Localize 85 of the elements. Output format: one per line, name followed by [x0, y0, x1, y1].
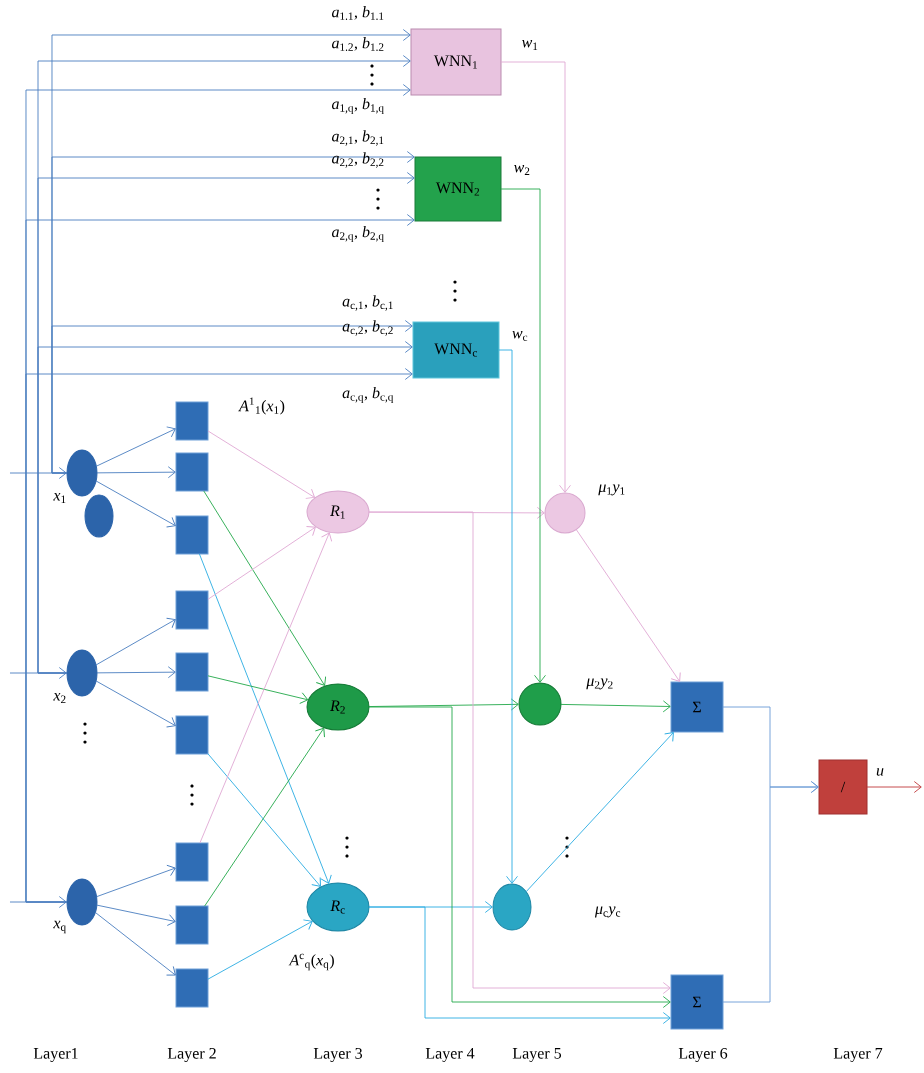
layer-label: Layer 4: [425, 1048, 475, 1062]
arrow: [204, 727, 325, 907]
input-ellipse: [66, 878, 98, 926]
arrow: [368, 706, 671, 1008]
arrow: [207, 675, 309, 704]
membership-box: [175, 842, 209, 882]
node-label: A$^{1}$$_{1}$(x$_{1}$): [238, 397, 285, 415]
arrow: [96, 466, 176, 479]
layer-label: Layer 5: [512, 1048, 562, 1062]
edge-label: a$_{2,q}$, b$_{2,q}$: [331, 225, 384, 243]
edge-label: a$_{c,1}$, b$_{c,1}$: [342, 295, 393, 311]
arrow: [207, 919, 313, 980]
edge-label: a$_{2,1}$, b$_{2,1}$: [331, 130, 384, 146]
edge-label: w$_{c}$: [512, 331, 528, 342]
product-circle: [492, 883, 532, 931]
arrow: [525, 732, 674, 893]
arrow: [207, 430, 315, 499]
edge-label: A$^{c}$$_{q}$(x$_{q}$): [288, 953, 334, 971]
node-label: μ$_{1}$y$_{1}$: [598, 484, 625, 496]
edge-label: w$_{1}$: [522, 40, 538, 50]
arrow: [96, 666, 176, 679]
layer-label: Layer 3: [313, 1048, 363, 1063]
network-box: WNN$_{1}$: [410, 28, 502, 96]
arrow: [560, 700, 671, 713]
division-box: /: [818, 759, 868, 815]
edge-label: a$_{1.2}$, b$_{1.2}$: [331, 37, 384, 51]
edge-label: a$_{1,q}$, b$_{1,q}$: [331, 97, 384, 115]
arrow: [722, 781, 819, 1003]
membership-box: [175, 401, 209, 441]
arrow: [9, 667, 67, 679]
node-label: μ$_{c}$y$_{c}$: [594, 906, 621, 918]
input-ellipse: [66, 449, 98, 497]
membership-box: [175, 590, 209, 630]
node-label: x$_{1}$: [53, 493, 66, 503]
membership-box: [175, 905, 209, 945]
arrow: [575, 529, 681, 682]
membership-box: [175, 715, 209, 755]
input-ellipse: [66, 649, 98, 697]
edge-label: u: [876, 768, 884, 776]
arrow: [51, 320, 413, 474]
edge-label: a$_{1.1}$, b$_{1.1}$: [331, 6, 384, 20]
arrow: [96, 904, 176, 926]
product-circle: [518, 682, 562, 726]
sum-box: Σ: [670, 681, 724, 733]
arrow: [95, 617, 176, 666]
arrow: [9, 896, 67, 908]
arrow: [866, 781, 922, 793]
arrow: [94, 912, 176, 976]
arrow: [498, 349, 518, 884]
layer-label: Layer1: [33, 1048, 78, 1062]
layer-label: Layer 6: [678, 1048, 728, 1063]
edge-label: w$_{2}$: [514, 165, 530, 175]
product-circle: [544, 492, 586, 534]
arrow: [199, 553, 332, 884]
arrow: [37, 341, 413, 674]
node-label: x$_{q}$: [53, 920, 66, 934]
network-box: WNN$_{2}$: [414, 156, 502, 222]
edge-label: a$_{c,q}$, b$_{c,q}$: [342, 386, 394, 404]
arrow: [203, 490, 327, 686]
arrow: [207, 753, 321, 887]
membership-box: [175, 652, 209, 692]
edge-label: a$_{c,2}$, b$_{c,2}$: [342, 320, 393, 336]
node-label: x$_{2}$: [53, 693, 66, 703]
arrow: [9, 467, 67, 479]
membership-box: [175, 968, 209, 1008]
sum-box: Σ: [670, 974, 724, 1030]
arrow: [368, 511, 671, 994]
arrow: [199, 532, 333, 844]
ellipse: [84, 494, 114, 538]
arrow: [500, 61, 571, 493]
membership-box: [175, 515, 209, 555]
arrow: [207, 526, 316, 600]
arrow: [96, 864, 176, 898]
node-label: μ$_{2}$y$_{2}$: [586, 678, 613, 690]
arrow: [95, 426, 176, 467]
edge-label: a$_{2,2}$, b$_{2,2}$: [331, 152, 384, 168]
arrow: [95, 480, 176, 528]
arrow: [368, 906, 671, 1024]
arrow: [95, 680, 176, 728]
network-box: WNN$_{c}$: [412, 321, 500, 379]
arrow: [500, 188, 546, 683]
membership-box: [175, 452, 209, 492]
layer-label: Layer 2: [167, 1048, 216, 1063]
layer-label: Layer 7: [833, 1048, 883, 1062]
arrow: [25, 368, 413, 903]
